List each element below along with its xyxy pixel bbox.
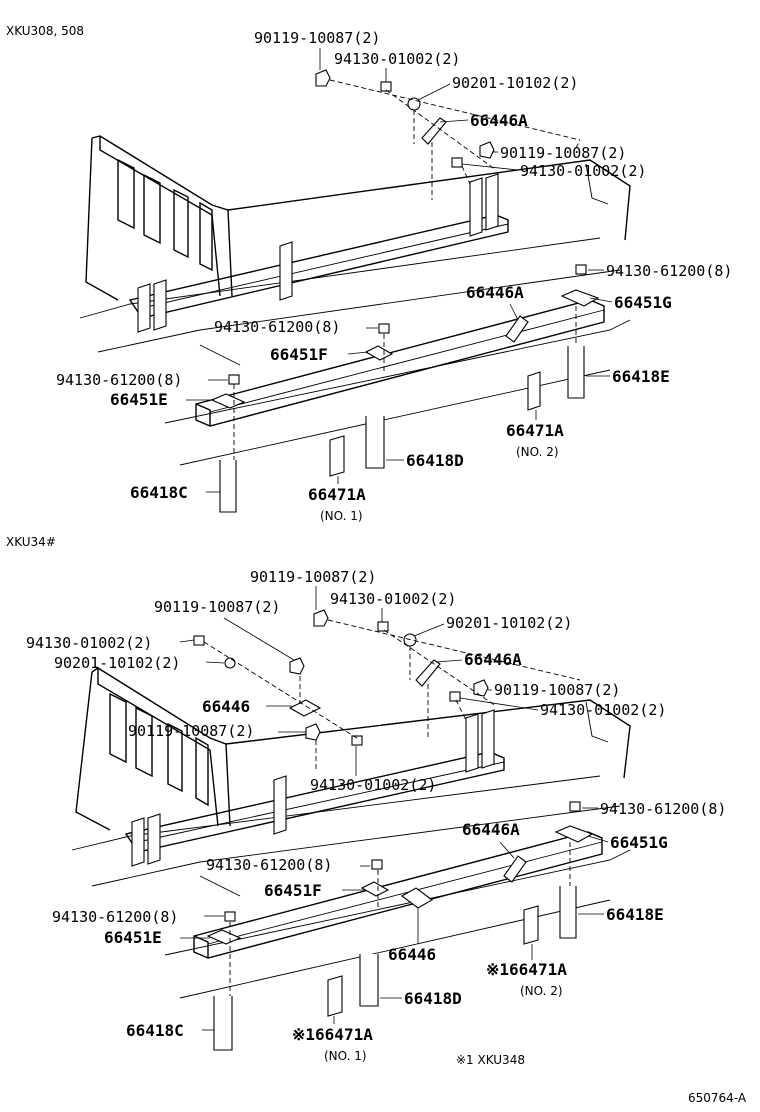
label-nut: 94130-61200(8): [52, 908, 178, 926]
label-ubolt: 66418E: [606, 905, 664, 924]
assembly-lines-top: [233, 79, 581, 460]
label-clamp: ※166471A: [292, 1025, 373, 1044]
label-bracket: 66446A: [464, 650, 522, 669]
label-plate: 66451G: [614, 293, 672, 312]
bolt-icon: [313, 609, 329, 627]
label-clamp-sub: (NO. 2): [516, 445, 559, 459]
label-clamp-sub: (NO. 1): [320, 509, 363, 523]
ubolt-icon: [559, 886, 577, 939]
label-ubolt: 66418C: [130, 483, 188, 502]
label-nut: 94130-61200(8): [206, 856, 332, 874]
label-bolt: 90119-10087(2): [154, 598, 280, 616]
label-nut: 94130-01002(2): [334, 50, 460, 68]
nut-icon: [380, 81, 392, 92]
truck-bed-top: [79, 135, 631, 466]
bolt-icon: [479, 141, 495, 159]
label-washer: 90201-10102(2): [54, 654, 180, 672]
label-plate: 66451E: [104, 928, 162, 947]
label-ubolt: 66418E: [612, 367, 670, 386]
bracket-icon: [505, 315, 529, 343]
nut-icon: [193, 635, 205, 646]
label-plate: 66451F: [264, 881, 322, 900]
section-title-bottom: XKU34#: [6, 535, 56, 549]
clamp-icon: [327, 975, 343, 1017]
clamp-icon: [523, 905, 539, 945]
plate-icon: [560, 289, 600, 307]
label-nut: 94130-61200(8): [606, 262, 732, 280]
label-clamp-sub: (NO. 1): [324, 1049, 367, 1063]
label-plate: 66451G: [610, 833, 668, 852]
label-bolt: 90119-10087(2): [500, 144, 626, 162]
ubolt-icon: [219, 460, 237, 513]
washer-icon: [224, 657, 236, 669]
label-bolt: 90119-10087(2): [254, 29, 380, 47]
nut-icon: [351, 735, 363, 746]
label-nut: 94130-61200(8): [214, 318, 340, 336]
bolt-icon: [305, 723, 321, 741]
label-plate: 66451E: [110, 390, 168, 409]
nut-icon: [371, 859, 383, 870]
bolt-icon: [315, 69, 331, 87]
bracket-icon: [503, 855, 527, 883]
label-bracket: 66446: [388, 945, 436, 964]
label-bracket: 66446A: [466, 283, 524, 302]
nut-icon: [377, 621, 389, 632]
bracket-icon: [288, 699, 322, 717]
labels-top: 90119-10087(2) 94130-01002(2) 90201-1010…: [56, 29, 732, 523]
hardware-bottom: [193, 609, 594, 1051]
label-clamp: 66471A: [506, 421, 564, 440]
ubolt-icon: [567, 346, 585, 399]
assembly-lines-bottom: [203, 619, 581, 996]
nut-icon: [224, 911, 236, 922]
label-ubolt: 66418C: [126, 1021, 184, 1040]
label-nut: 94130-01002(2): [330, 590, 456, 608]
label-ubolt: 66418D: [406, 451, 464, 470]
plate-icon: [210, 393, 246, 409]
label-nut: 94130-01002(2): [540, 701, 666, 719]
label-ubolt: 66418D: [404, 989, 462, 1008]
label-clamp-sub: (NO. 2): [520, 984, 563, 998]
nut-icon: [451, 157, 463, 168]
labels-bottom: 90119-10087(2) 90119-10087(2) 94130-0100…: [26, 568, 726, 1067]
label-bracket: 66446A: [462, 820, 520, 839]
bolt-icon: [473, 679, 489, 697]
truck-bed-bottom: [71, 667, 631, 999]
label-washer: 90201-10102(2): [452, 74, 578, 92]
figure-code: 650764-A: [688, 1091, 747, 1105]
label-plate: 66451F: [270, 345, 328, 364]
plate-icon: [206, 929, 242, 945]
ubolt-icon: [365, 416, 385, 469]
bracket-icon: [401, 887, 433, 909]
label-nut: 94130-01002(2): [520, 162, 646, 180]
plate-icon: [554, 825, 594, 843]
clamp-icon: [329, 435, 345, 477]
label-bracket: 66446A: [470, 111, 528, 130]
label-bracket: 66446: [202, 697, 250, 716]
label-nut: 94130-01002(2): [310, 776, 436, 794]
nut-icon: [378, 323, 390, 334]
bracket-icon: [415, 659, 441, 687]
nut-icon: [569, 801, 581, 812]
label-clamp: ※166471A: [486, 960, 567, 979]
label-clamp: 66471A: [308, 485, 366, 504]
ubolt-icon: [359, 954, 379, 1007]
label-bolt: 90119-10087(2): [250, 568, 376, 586]
label-nut: 94130-01002(2): [26, 634, 152, 652]
ubolt-icon: [213, 996, 233, 1051]
plate-icon: [360, 881, 390, 897]
section-title-top: XKU308, 508: [6, 24, 84, 38]
bolt-icon: [289, 657, 305, 675]
label-washer: 90201-10102(2): [446, 614, 572, 632]
nut-icon: [449, 691, 461, 702]
label-nut: 94130-61200(8): [56, 371, 182, 389]
nut-icon: [575, 264, 587, 275]
clamp-icon: [527, 371, 541, 411]
label-bolt: 90119-10087(2): [128, 722, 254, 740]
label-nut: 94130-61200(8): [600, 800, 726, 818]
footnote: ※1 XKU348: [456, 1053, 525, 1067]
plate-icon: [364, 345, 394, 361]
nut-icon: [228, 374, 240, 385]
label-bolt: 90119-10087(2): [494, 681, 620, 699]
